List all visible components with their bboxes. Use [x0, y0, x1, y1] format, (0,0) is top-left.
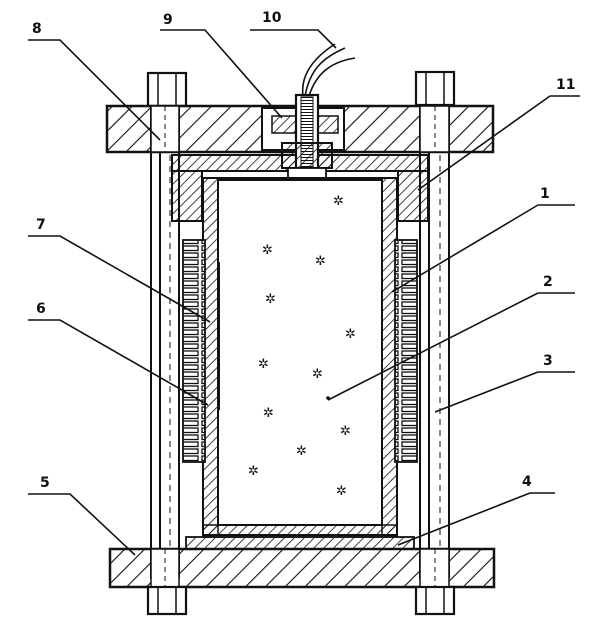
callout-3: 3	[543, 353, 553, 369]
callout-5: 5	[40, 475, 50, 491]
callout-7: 7	[36, 217, 46, 233]
nut-bottom-left	[146, 585, 188, 616]
callout-2: 2	[543, 274, 553, 290]
leader-11	[417, 95, 580, 191]
callout-10: 10	[262, 10, 282, 26]
callout-6: 6	[36, 301, 46, 317]
nut-top-left	[146, 71, 188, 108]
svg-text:✲: ✲	[315, 254, 326, 269]
leader-5	[28, 493, 136, 556]
svg-text:✲: ✲	[345, 327, 356, 342]
leader-lines	[28, 29, 580, 556]
svg-text:✲: ✲	[312, 367, 323, 382]
leader-6	[28, 319, 209, 406]
leader-9	[160, 29, 283, 119]
nut-top-right	[414, 70, 456, 107]
svg-text:✲: ✲	[336, 484, 347, 499]
svg-text:✲: ✲	[296, 444, 307, 459]
leader-1	[391, 204, 575, 293]
sample-cylinder	[202, 177, 398, 538]
leader-10	[250, 29, 337, 49]
svg-text:✲: ✲	[248, 464, 259, 479]
bottom-plate	[108, 547, 496, 589]
leader-8	[28, 39, 161, 141]
heating-coil-right	[394, 239, 418, 463]
leader-4	[397, 492, 555, 546]
svg-text:✲: ✲	[333, 194, 344, 209]
base-seal	[185, 536, 415, 550]
callout-9: 9	[163, 12, 173, 28]
svg-text:✲: ✲	[263, 406, 274, 421]
callout-11: 11	[556, 77, 575, 93]
leader-3	[434, 371, 575, 413]
leader-7	[28, 235, 211, 323]
callout-8: 8	[32, 21, 42, 37]
svg-text:✲: ✲	[340, 424, 351, 439]
soil-sample: ✲ ✲ ✲ ✲ ✲ ✲ ✲ ✲ ✲ ✲ ✲ ✲	[248, 194, 356, 499]
callout-4: 4	[522, 474, 532, 490]
svg-text:✲: ✲	[258, 357, 269, 372]
leader-2	[327, 292, 575, 401]
nut-bottom-right	[414, 585, 456, 616]
svg-text:✲: ✲	[262, 243, 273, 258]
heating-coil-left	[182, 239, 206, 463]
callout-1: 1	[540, 186, 550, 202]
svg-text:✲: ✲	[265, 292, 276, 307]
